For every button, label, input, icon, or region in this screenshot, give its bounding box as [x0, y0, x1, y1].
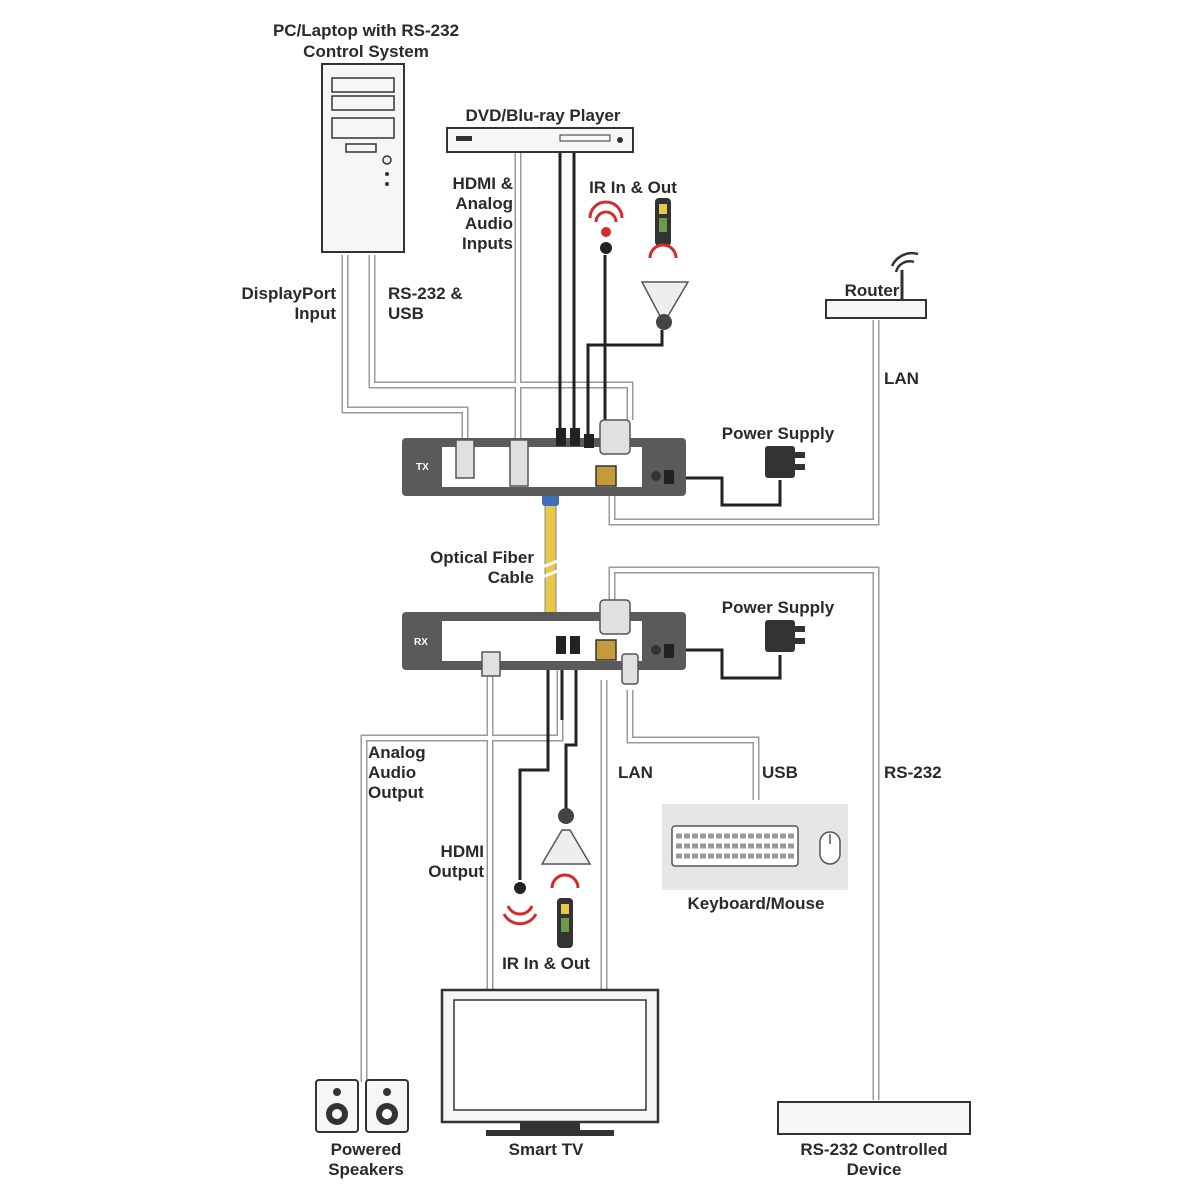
pc-label-line1: PC/Laptop with RS-232	[273, 21, 459, 40]
power-adapter-icon	[765, 620, 805, 652]
hdmi-analog-label-1: HDMI &	[453, 174, 513, 193]
router-icon	[825, 251, 927, 319]
tv-icon	[440, 988, 660, 1136]
keyboard-label: Keyboard/Mouse	[688, 894, 825, 913]
pc-label-line2: Control System	[303, 42, 429, 61]
ir-emitter-icon	[502, 882, 538, 926]
power-supply-tx-label: Power Supply	[722, 424, 835, 443]
router-label: Router	[845, 281, 900, 300]
dvd-player-icon	[446, 127, 634, 153]
rs232-device-label-1: RS-232 Controlled	[800, 1140, 947, 1159]
analog-out-label-3: Output	[368, 783, 424, 802]
power-supply-rx-label: Power Supply	[722, 598, 835, 617]
hdmi-analog-label-4: Inputs	[462, 234, 513, 253]
remote-control-icon	[550, 873, 580, 948]
usb-label: USB	[762, 763, 798, 782]
power-cords	[670, 476, 782, 680]
rs232-device-label-2: Device	[847, 1160, 902, 1179]
analog-out-label-1: Analog	[368, 743, 426, 762]
audio-ir-cables	[518, 150, 664, 880]
keyboard-icon	[671, 825, 799, 867]
rs232-label: RS-232	[884, 763, 942, 782]
displayport-label-1: DisplayPort	[242, 284, 337, 303]
ir-emitter-icon	[588, 200, 624, 254]
hdmi-analog-label-2: Analog	[455, 194, 513, 213]
lan-bottom-label: LAN	[618, 763, 653, 782]
rx-unit-icon: RX	[402, 599, 686, 685]
displayport-label-2: Input	[294, 304, 336, 323]
tv-label: Smart TV	[509, 1140, 584, 1159]
ir-receiver-icon	[640, 281, 690, 330]
dvd-label: DVD/Blu-ray Player	[466, 106, 621, 125]
mouse-icon	[819, 831, 841, 865]
rs232-usb-label-2: USB	[388, 304, 424, 323]
keyboard-mouse-panel	[662, 804, 848, 890]
lan-top-label: LAN	[884, 369, 919, 388]
hdmi-out-label-2: Output	[428, 862, 484, 881]
ir-top-label: IR In & Out	[589, 178, 677, 197]
tower-pc-icon	[321, 63, 405, 253]
tx-unit-icon: TX	[402, 419, 686, 496]
labels: PC/Laptop with RS-232 Control System DVD…	[242, 21, 948, 1179]
ir-bottom-label: IR In & Out	[502, 954, 590, 973]
ir-receiver-icon	[540, 808, 592, 865]
optical-label-2: Cable	[488, 568, 534, 587]
tx-label: TX	[416, 462, 429, 473]
analog-out-label-2: Audio	[368, 763, 416, 782]
speaker-icon	[365, 1079, 409, 1133]
hdmi-out-label-1: HDMI	[441, 842, 484, 861]
remote-control-icon	[648, 198, 678, 259]
hdmi-analog-label-3: Audio	[465, 214, 513, 233]
rs232-usb-label-1: RS-232 &	[388, 284, 463, 303]
speakers-label-1: Powered	[331, 1140, 402, 1159]
rs232-device-icon	[777, 1101, 971, 1135]
optical-label-1: Optical Fiber	[430, 548, 534, 567]
power-adapter-icon	[765, 446, 805, 478]
speaker-icon	[315, 1079, 359, 1133]
rx-label: RX	[414, 637, 428, 648]
speakers-label-2: Speakers	[328, 1160, 404, 1179]
